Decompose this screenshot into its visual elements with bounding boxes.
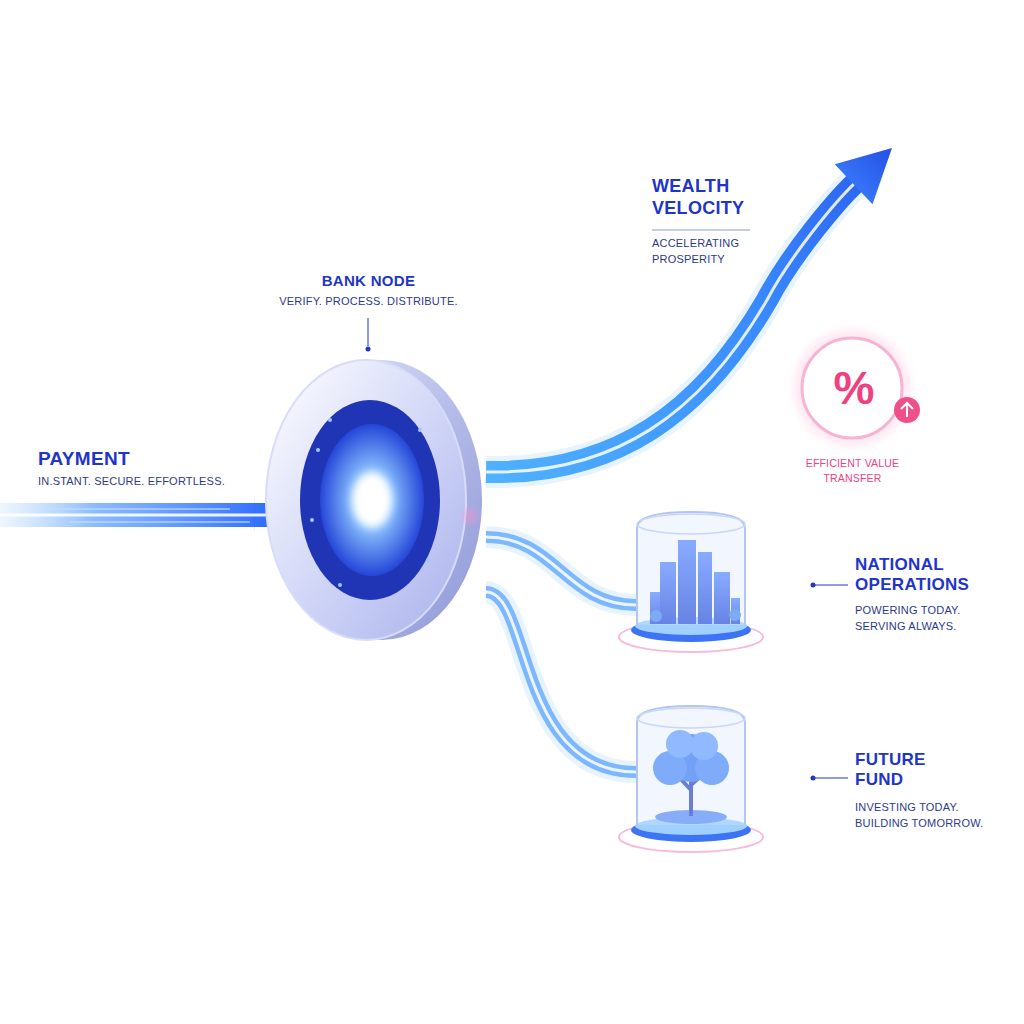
connector-glow — [486, 592, 636, 772]
subtitle-text: ACCELERATING PROSPERITY — [652, 236, 767, 268]
subtitle-text: POWERING TODAY. SERVING ALWAYS. — [855, 603, 1000, 635]
bank-ring — [352, 472, 392, 528]
bank-ring — [465, 511, 475, 521]
glass-jar — [619, 512, 763, 652]
glass-jar — [637, 512, 745, 625]
bank-node: BANK NODE VERIFY. PROCESS. DISTRIBUTE. — [255, 262, 486, 652]
bank-ring — [300, 400, 440, 600]
bank-ring — [320, 424, 424, 576]
glass-jar — [637, 514, 745, 534]
bank-ring — [266, 360, 482, 640]
payment-beam — [40, 508, 230, 510]
connector-core — [486, 183, 855, 472]
leader-line — [368, 318, 369, 346]
bank-ring — [316, 448, 320, 452]
arrow-head — [835, 148, 892, 204]
percent-badge — [894, 397, 920, 423]
heading-text: NATIONAL OPERATIONS — [855, 555, 995, 596]
heading-text: WEALTH VELOCITY — [652, 176, 767, 219]
heading-text: BANK NODE — [255, 272, 482, 290]
subtitle-text: VERIFY. PROCESS. DISTRIBUTE. — [255, 294, 482, 310]
leader-line — [366, 347, 371, 352]
glass-jar — [637, 706, 745, 825]
bank-ring — [426, 558, 430, 562]
percent-badge — [794, 330, 910, 446]
title-rule — [652, 230, 750, 231]
title-rule — [652, 230, 750, 231]
percent-badge — [901, 403, 913, 417]
leader-line — [813, 585, 848, 586]
heading-text: PAYMENT — [38, 448, 238, 471]
bank-ring — [310, 518, 314, 522]
flow-connector — [486, 592, 636, 772]
connector-glow — [486, 183, 855, 472]
connector-core — [486, 592, 636, 772]
payment-beam — [0, 514, 270, 517]
leader-line — [811, 583, 849, 588]
bank-ring — [338, 583, 342, 587]
operations-jar: NATIONAL OPERATIONS POWERING TODAY. SERVI… — [636, 505, 1006, 650]
payment-beam — [0, 503, 270, 527]
bank-ring — [328, 418, 332, 422]
subtitle-text: INVESTING TODAY. BUILDING TOMORROW. — [855, 800, 1010, 832]
connector-tube — [486, 183, 855, 472]
wealth-arrow: WEALTH VELOCITY ACCELERATING PROSPERITY — [640, 148, 892, 272]
leader-line — [366, 318, 371, 352]
heading-text: FUTURE FUND — [855, 750, 945, 791]
fund-jar: FUTURE FUND INVESTING TODAY. BUILDING TOM… — [636, 700, 1014, 860]
subtitle-text: IN.STANT. SECURE. EFFORTLESS. — [38, 474, 250, 490]
payment-beam — [0, 503, 270, 527]
payment-band: PAYMENT IN.STANT. SECURE. EFFORTLESS. — [0, 440, 254, 535]
payment-beam — [70, 521, 250, 523]
glass-jar — [619, 706, 763, 852]
badge-caption: EFFICIENT VALUE TRANSFER — [795, 456, 910, 485]
percent-badge — [802, 338, 902, 438]
bank-ring — [266, 360, 466, 640]
leader-line — [813, 778, 848, 779]
percent-badge — [794, 330, 920, 446]
percent-symbol: % — [822, 360, 886, 416]
bank-ring — [418, 428, 422, 432]
leader-line — [811, 776, 849, 781]
connector-tube — [486, 592, 636, 772]
glass-jar — [637, 708, 745, 728]
